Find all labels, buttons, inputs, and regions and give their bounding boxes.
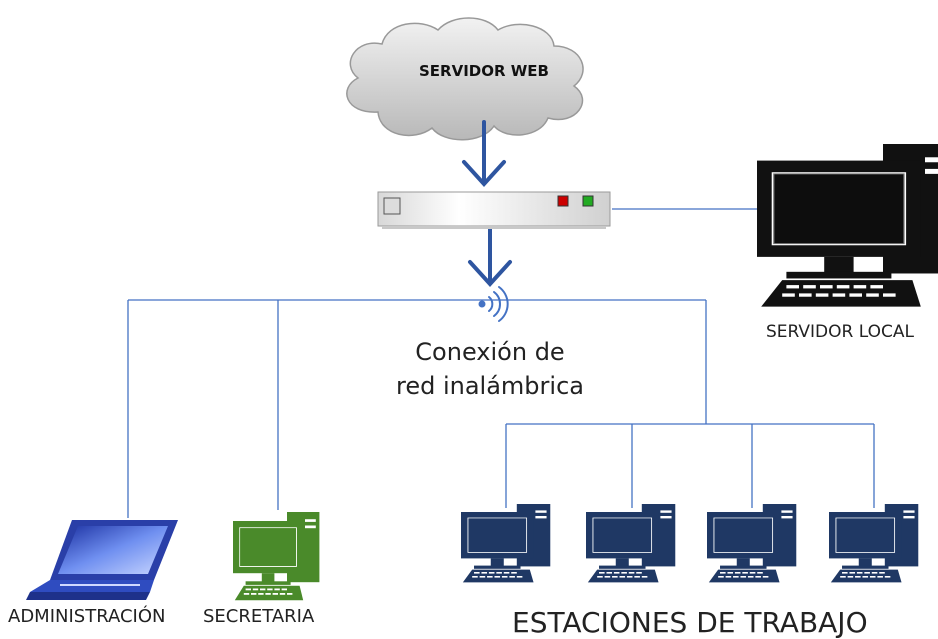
- connector-lines: [127, 208, 875, 518]
- workstations-label: ESTACIONES DE TRABAJO: [512, 606, 868, 639]
- arrow-cloud-to-router: [462, 120, 506, 187]
- cloud-icon: [346, 17, 584, 141]
- wireless-label-line1: Conexión de: [415, 338, 565, 366]
- local-server-label: SERVIDOR LOCAL: [766, 322, 914, 342]
- router-led-red: [557, 195, 569, 207]
- laptop-icon: [26, 520, 178, 600]
- secretary-label: SECRETARIA: [203, 606, 315, 627]
- arrow-router-to-wifi: [468, 226, 512, 287]
- administration-label: ADMINISTRACIÓN: [8, 606, 166, 627]
- router-icon: [377, 191, 611, 229]
- cloud-label: SERVIDOR WEB: [419, 62, 549, 80]
- wifi-icon: [478, 286, 509, 322]
- router-led-green: [582, 195, 594, 207]
- wireless-label-line2: red inalámbrica: [396, 372, 584, 400]
